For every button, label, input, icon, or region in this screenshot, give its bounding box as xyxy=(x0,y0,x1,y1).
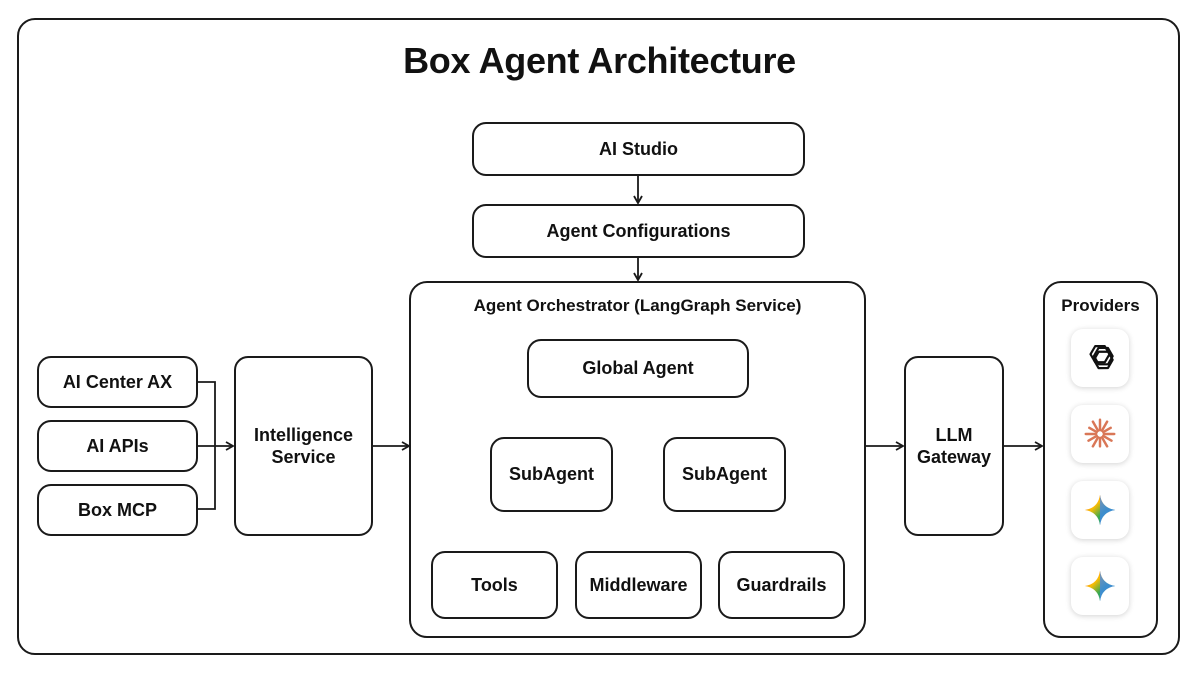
middleware-label: Middleware xyxy=(589,574,688,595)
tools-label: Tools xyxy=(471,574,518,595)
intelligence-service-label-line2: Service xyxy=(271,447,336,467)
agent-configurations-box[interactable]: Agent Configurations xyxy=(472,204,805,258)
llm-gateway-label-line2: Gateway xyxy=(916,447,992,467)
provider-gemini-tile-2[interactable] xyxy=(1071,557,1129,615)
box-mcp-box[interactable]: Box MCP xyxy=(37,484,198,536)
ai-studio-label: AI Studio xyxy=(599,138,678,159)
providers-label: Providers xyxy=(1061,296,1140,315)
diagram-frame xyxy=(17,18,1180,655)
guardrails-box[interactable]: Guardrails xyxy=(718,551,845,619)
anthropic-icon xyxy=(1084,418,1116,448)
intelligence-service-label-line1: Intelligence xyxy=(253,424,354,445)
subagent-left-label: SubAgent xyxy=(509,464,594,485)
subagent-right-box[interactable]: SubAgent xyxy=(663,437,786,512)
provider-anthropic-tile[interactable] xyxy=(1071,405,1129,463)
tools-box[interactable]: Tools xyxy=(431,551,558,619)
subagent-right-label: SubAgent xyxy=(682,464,767,485)
ai-center-ax-label: AI Center AX xyxy=(62,371,173,392)
provider-openai-tile[interactable] xyxy=(1071,329,1129,387)
agent-configurations-label: Agent Configurations xyxy=(546,220,731,241)
gemini-icon xyxy=(1084,570,1116,602)
ai-studio-box[interactable]: AI Studio xyxy=(472,122,805,176)
llm-gateway-label-line1: LLM xyxy=(935,424,973,445)
ai-apis-box[interactable]: AI APIs xyxy=(37,420,198,472)
ai-center-ax-box[interactable]: AI Center AX xyxy=(37,356,198,408)
provider-gemini-tile-1[interactable] xyxy=(1071,481,1129,539)
subagent-left-box[interactable]: SubAgent xyxy=(490,437,613,512)
global-agent-label: Global Agent xyxy=(582,358,694,379)
diagram-title: Box Agent Architecture xyxy=(403,40,796,81)
agent-orchestrator-label: Agent Orchestrator (LangGraph Service) xyxy=(473,296,802,315)
middleware-box[interactable]: Middleware xyxy=(575,551,702,619)
global-agent-box[interactable]: Global Agent xyxy=(527,339,749,398)
intelligence-service-box[interactable]: Intelligence Service xyxy=(234,356,373,536)
llm-gateway-box[interactable]: LLM Gateway xyxy=(904,356,1004,536)
box-mcp-label: Box MCP xyxy=(77,499,157,520)
openai-icon xyxy=(1089,345,1114,370)
gemini-icon xyxy=(1084,494,1116,526)
guardrails-label: Guardrails xyxy=(736,574,827,595)
ai-apis-label: AI APIs xyxy=(86,435,149,456)
